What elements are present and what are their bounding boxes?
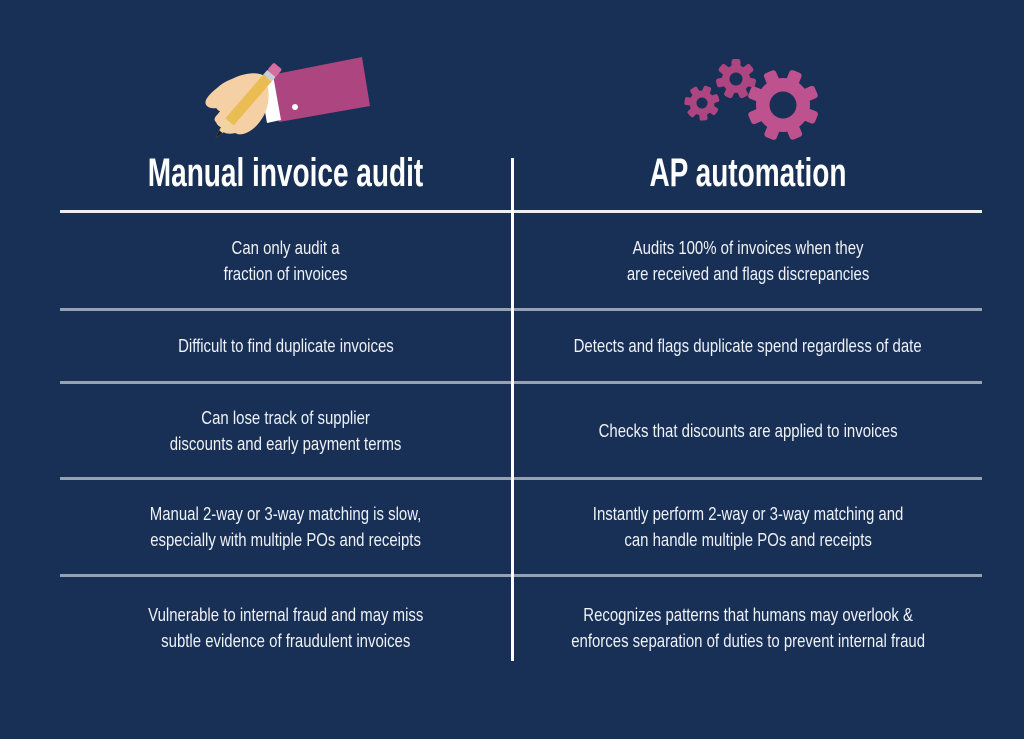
cell-text: Instantly perform 2-way or 3-way matchin… bbox=[592, 504, 904, 550]
table-row: Vulnerable to internal fraud and may mis… bbox=[60, 574, 982, 678]
cell-manual-row-3: Can lose track of supplier discounts and… bbox=[60, 384, 511, 477]
cell-text: Manual 2-way or 3-way matching is slow, … bbox=[149, 504, 422, 550]
cell-text: Can only audit a fraction of invoices bbox=[223, 237, 348, 284]
cell-text: Checks that discounts are applied to inv… bbox=[598, 420, 898, 441]
cell-text: Detects and flags duplicate spend regard… bbox=[573, 336, 922, 356]
cell-automation-row-2: Detects and flags duplicate spend regard… bbox=[514, 311, 982, 381]
column-title-manual: Manual invoice audit bbox=[147, 151, 424, 195]
table-row: Difficult to find duplicate invoices Det… bbox=[60, 308, 982, 381]
table-row: Can lose track of supplier discounts and… bbox=[60, 381, 982, 477]
cell-manual-row-1: Can only audit a fraction of invoices bbox=[60, 213, 511, 308]
cell-text: Recognizes patterns that humans may over… bbox=[571, 604, 925, 651]
cell-text: Can lose track of supplier discounts and… bbox=[169, 407, 402, 454]
gears-icon bbox=[672, 52, 827, 152]
cell-text: Audits 100% of invoices when they are re… bbox=[626, 237, 870, 284]
table-row: Can only audit a fraction of invoices Au… bbox=[60, 213, 982, 308]
hand-writing-pencil-graphic bbox=[205, 57, 370, 138]
cell-text: Difficult to find duplicate invoices bbox=[177, 336, 394, 356]
cell-automation-row-1: Audits 100% of invoices when they are re… bbox=[514, 213, 982, 308]
hand-writing-pencil-icon bbox=[195, 50, 373, 155]
cell-automation-row-3: Checks that discounts are applied to inv… bbox=[514, 384, 982, 477]
cell-automation-row-5: Recognizes patterns that humans may over… bbox=[514, 577, 982, 678]
cell-manual-row-5: Vulnerable to internal fraud and may mis… bbox=[60, 577, 511, 678]
cell-manual-row-2: Difficult to find duplicate invoices bbox=[60, 311, 511, 381]
cell-manual-row-4: Manual 2-way or 3-way matching is slow, … bbox=[60, 480, 511, 574]
column-divider-line bbox=[511, 158, 514, 661]
column-title-automation: AP automation bbox=[649, 151, 847, 195]
gears-graphic bbox=[684, 59, 818, 140]
header-divider-line bbox=[60, 210, 982, 213]
table-row: Manual 2-way or 3-way matching is slow, … bbox=[60, 477, 982, 574]
cell-automation-row-4: Instantly perform 2-way or 3-way matchin… bbox=[514, 480, 982, 574]
cell-text: Vulnerable to internal fraud and may mis… bbox=[147, 604, 424, 651]
comparison-table: Can only audit a fraction of invoices Au… bbox=[60, 213, 982, 678]
